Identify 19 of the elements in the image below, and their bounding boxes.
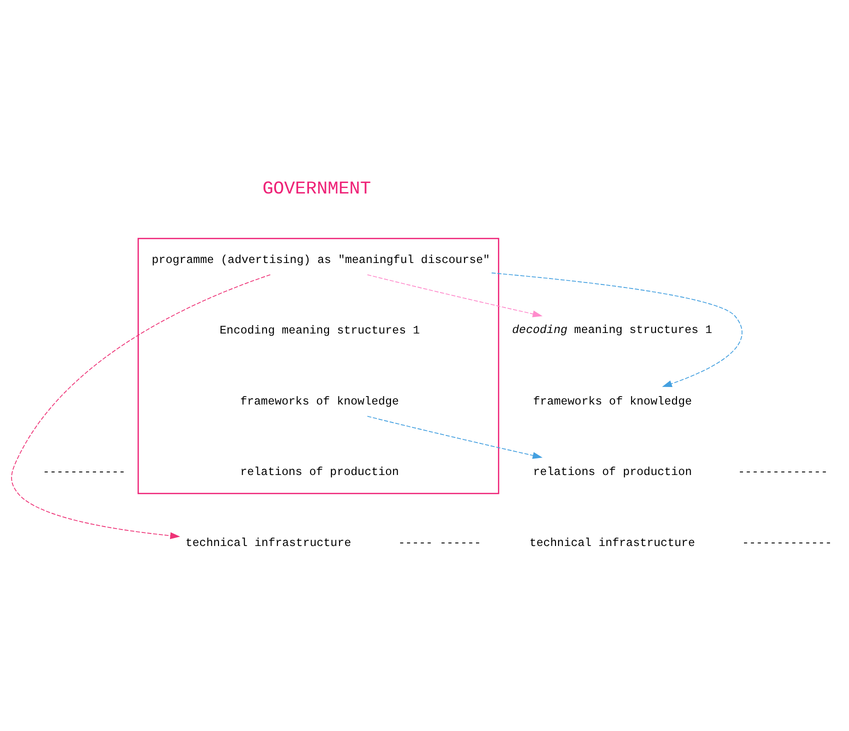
label: ----- ------	[398, 536, 482, 550]
node-text: relations of production	[240, 466, 399, 479]
arrow	[366, 274, 543, 317]
arrow	[491, 272, 742, 387]
arrow	[366, 415, 543, 458]
node-text: decoding meaning structures 1	[512, 323, 712, 336]
node-text: frameworks of knowledge	[533, 394, 692, 408]
label: ------------	[42, 466, 126, 479]
node-text: Encoding meaning structures 1	[220, 324, 420, 338]
label: GOVERNMENT	[262, 179, 372, 200]
label: -------------	[738, 466, 828, 479]
node-text: relations of production	[533, 466, 692, 479]
node-text: programme (advertising) as "meaningful discourse"	[152, 253, 490, 266]
label: -------------	[742, 536, 832, 550]
node-text: technical infrastructure	[529, 536, 696, 550]
node-text: technical infrastructure	[186, 536, 352, 550]
node-text: frameworks of knowledge	[240, 394, 399, 408]
cluster	[138, 237, 500, 494]
arrow	[11, 274, 271, 539]
